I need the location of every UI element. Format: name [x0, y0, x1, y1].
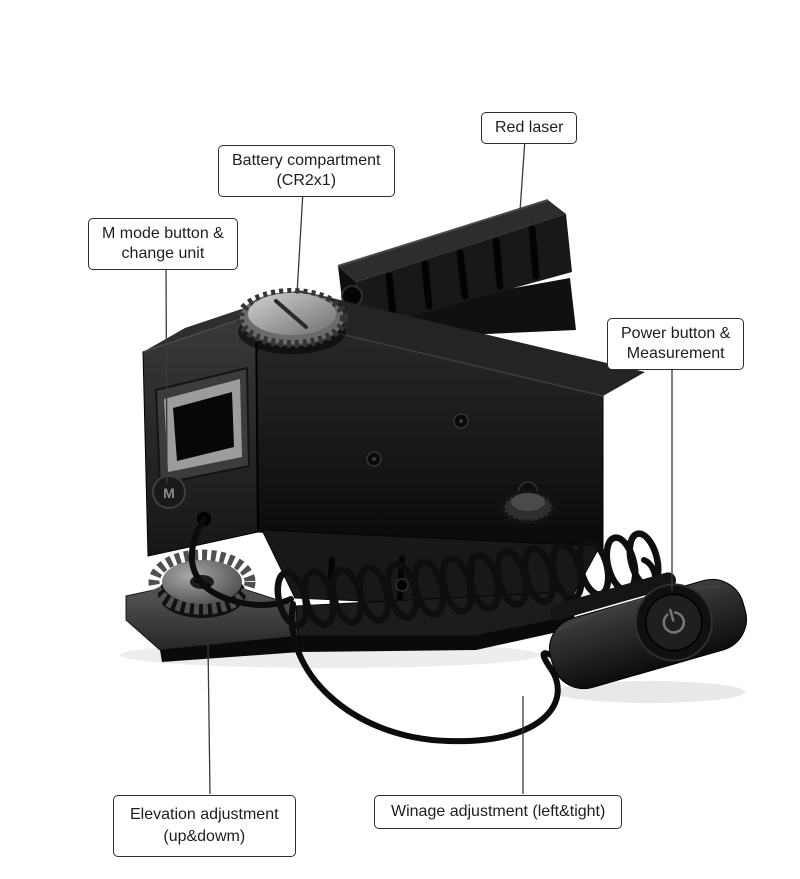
- callout-red-laser: Red laser: [481, 112, 578, 144]
- m-mode-button: M: [152, 475, 186, 509]
- rangefinder-body: M: [142, 290, 645, 557]
- cable-slack-loop: [288, 601, 563, 745]
- battery-cap: [236, 288, 348, 354]
- power-icon: [662, 608, 686, 634]
- mount-under-edge: [160, 616, 576, 662]
- elevation-knob: [148, 549, 256, 618]
- leader-elevation: [207, 643, 211, 795]
- battery-cap-slot: [274, 299, 308, 329]
- leader-lines: [165, 138, 673, 795]
- cable-lead: [188, 516, 294, 609]
- leader-red-laser: [519, 138, 526, 212]
- callout-power: Power button & Measurement: [607, 318, 745, 370]
- callout-m-mode-line1: M mode button &: [102, 225, 224, 242]
- callout-power-line2: Measurement: [626, 345, 725, 362]
- side-screw-2: [453, 413, 469, 429]
- rail-slots: [385, 225, 540, 320]
- remote-shadow: [555, 681, 745, 703]
- callout-m-mode-line2: change unit: [121, 245, 205, 262]
- mount-screw: [395, 578, 409, 592]
- windage-knob: [500, 481, 556, 525]
- callout-windage-text: Winage adjustment (left&tight): [391, 803, 606, 820]
- callout-windage: Winage adjustment (left&tight): [374, 795, 623, 829]
- power-button: [634, 583, 713, 662]
- callout-elevation-line2: (up&dowm): [163, 828, 246, 845]
- body-top-face: [256, 290, 645, 396]
- callout-m-mode: M mode button & change unit: [88, 218, 238, 270]
- callout-power-line1: Power button &: [621, 325, 731, 342]
- callout-battery: Battery compartment (CR2x1): [218, 145, 395, 197]
- callout-elevation-line1: Elevation adjustment: [130, 806, 279, 823]
- lens-window: [154, 366, 251, 486]
- callout-elevation: Elevation adjustment (up&dowm): [113, 795, 296, 857]
- leader-battery: [296, 190, 304, 295]
- side-screw-1: [366, 451, 382, 467]
- callout-battery-line1: Battery compartment: [232, 152, 381, 169]
- leader-m-mode: [165, 264, 168, 484]
- callout-red-laser-text: Red laser: [495, 119, 564, 136]
- callout-battery-line2: (CR2x1): [276, 172, 337, 189]
- m-button-glyph: M: [163, 485, 175, 501]
- remote-clip: [550, 572, 677, 620]
- remote-switch: [549, 572, 747, 690]
